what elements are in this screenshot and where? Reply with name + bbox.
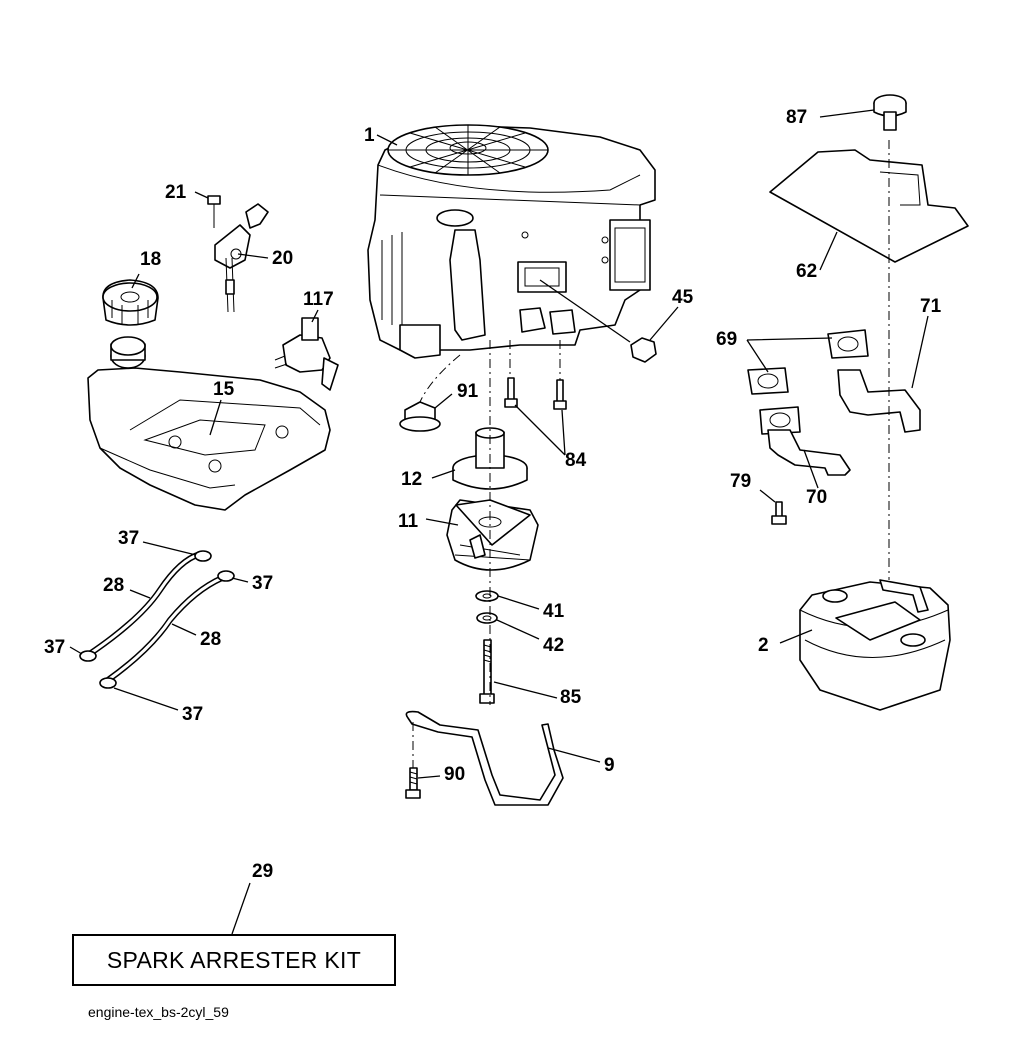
callout-62: 62 [796, 261, 818, 282]
spark-arrester-kit-label: SPARK ARRESTER KIT [106, 946, 362, 973]
callout-29: 29 [252, 861, 274, 882]
callout-91: 91 [457, 381, 479, 402]
callout-15: 15 [213, 379, 235, 400]
callout-41: 41 [543, 601, 565, 622]
fuel-shutoff-valve [274, 317, 339, 391]
heat-shield [769, 94, 969, 263]
callout-28-a: 28 [103, 575, 125, 596]
callout-1: 1 [364, 125, 375, 146]
fuel-lines [79, 550, 235, 689]
callout-20: 20 [272, 248, 294, 269]
callout-45: 45 [672, 287, 694, 308]
callout-87: 87 [786, 107, 808, 128]
callout-37-c: 37 [44, 637, 66, 658]
callout-70: 70 [806, 487, 828, 508]
callout-21: 21 [165, 182, 187, 203]
leader-lines [69, 109, 929, 935]
callout-12: 12 [401, 469, 423, 490]
callout-69: 69 [716, 329, 738, 350]
callout-28-b: 28 [200, 629, 222, 650]
callout-79: 79 [730, 471, 752, 492]
callout-71: 71 [920, 296, 942, 317]
diagram-caption: engine-tex_bs-2cyl_59 [88, 1004, 229, 1020]
callout-90: 90 [444, 764, 466, 785]
engine-brace [405, 710, 564, 806]
engine-assembly [367, 124, 656, 359]
callout-37-d: 37 [182, 704, 204, 725]
callout-84: 84 [565, 450, 587, 471]
callout-42: 42 [543, 635, 565, 656]
callout-37-b: 37 [252, 573, 274, 594]
callout-85: 85 [560, 687, 582, 708]
callout-37-a: 37 [118, 528, 140, 549]
fuel-cap [102, 279, 159, 326]
fasteners [475, 337, 657, 704]
callout-18: 18 [140, 249, 162, 270]
callout-2: 2 [758, 635, 769, 656]
muffler [799, 579, 951, 711]
bolt-79 [771, 501, 787, 525]
callout-9: 9 [604, 755, 615, 776]
exhaust-parts [747, 329, 921, 476]
spark-arrester-kit-box: SPARK ARRESTER KIT [72, 934, 396, 986]
fuel-tank [87, 336, 331, 511]
callout-117: 117 [303, 289, 334, 310]
callout-11: 11 [398, 511, 419, 532]
